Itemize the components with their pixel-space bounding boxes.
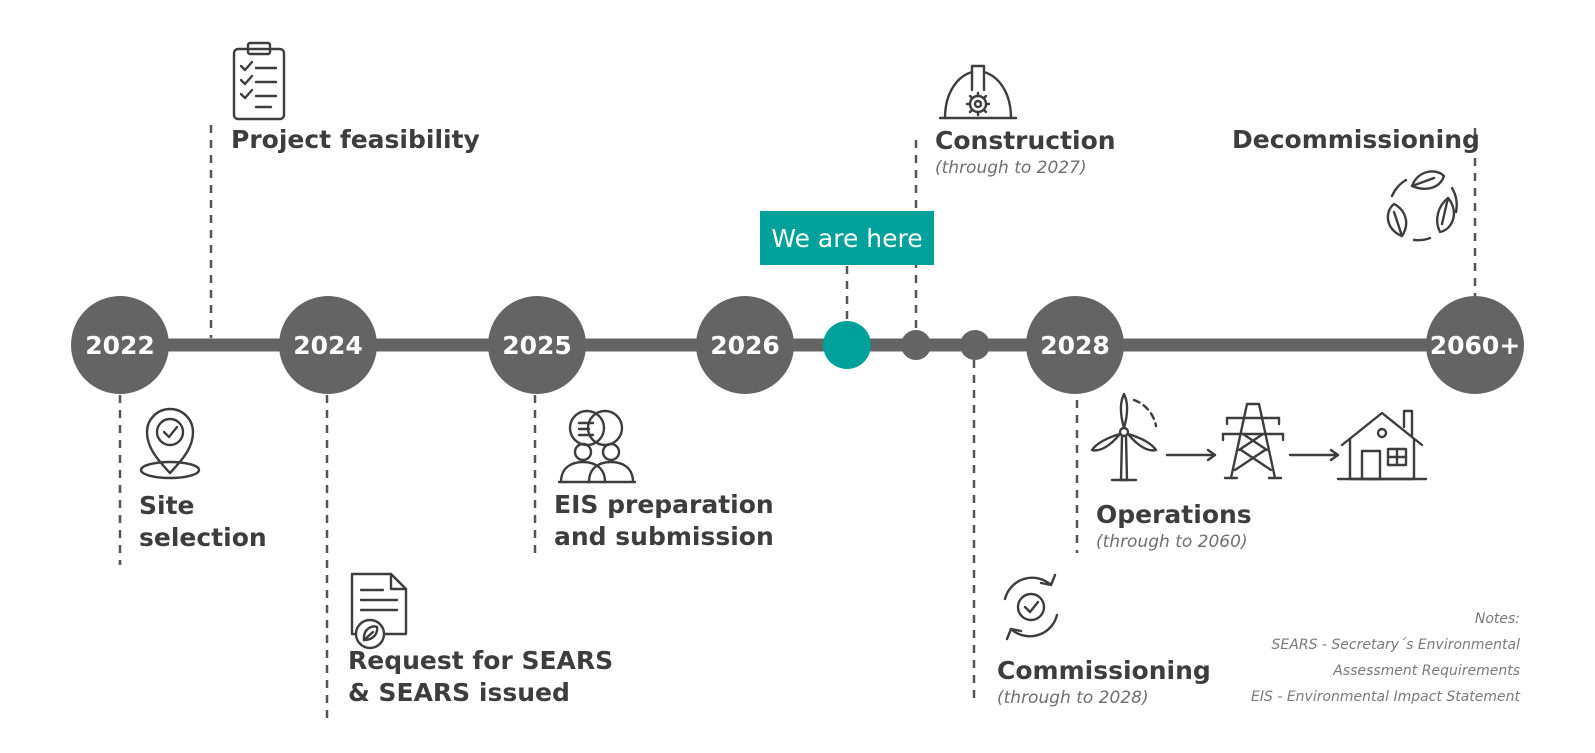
- year-node-2026: [696, 296, 794, 394]
- site-selection-label: Site selection: [139, 490, 267, 554]
- year-node-2022: [71, 296, 169, 394]
- commissioning-note: (through to 2028): [997, 688, 1149, 708]
- decommissioning-label: Decommissioning: [1232, 125, 1480, 154]
- year-label-2025: 2025: [502, 330, 572, 360]
- notes-title: Notes:: [1474, 611, 1520, 627]
- construction-note: (through to 2027): [935, 158, 1087, 178]
- year-node-2025: [488, 296, 586, 394]
- year-label-2026: 2026: [710, 330, 780, 360]
- year-node-2060: [1426, 296, 1524, 394]
- cycle-check-icon: [1003, 573, 1059, 641]
- year-label-2028: 2028: [1040, 330, 1110, 360]
- commissioning-block: Commissioning (through to 2028): [997, 655, 1211, 709]
- construction-label: Construction: [935, 126, 1116, 155]
- year-label-2024: 2024: [293, 330, 363, 360]
- eis-label: EIS preparation and submission: [554, 489, 774, 553]
- operations-block: Operations (through to 2060): [1096, 499, 1252, 553]
- notes-line-sears-1: SEARS - Secretary´s Environmental: [1271, 637, 1520, 653]
- operations-label: Operations: [1096, 500, 1252, 529]
- sears-line2: & SEARS issued: [348, 678, 570, 707]
- eis-line2: and submission: [554, 522, 774, 551]
- recycle-leaves-icon: [1386, 170, 1458, 242]
- construction-block: Construction (through to 2027): [935, 125, 1116, 179]
- sears-label: Request for SEARS & SEARS issued: [348, 645, 613, 709]
- commissioning-label: Commissioning: [997, 656, 1211, 685]
- hard-hat-gear-icon: [938, 64, 1018, 120]
- document-leaf-icon: [350, 572, 408, 650]
- site-selection-line1: Site: [139, 491, 195, 520]
- clipboard-checklist-icon: [232, 41, 286, 121]
- notes-line-eis: EIS - Environmental Impact Statement: [1251, 689, 1520, 705]
- operations-note: (through to 2060): [1096, 532, 1248, 552]
- we-are-here-node: [823, 321, 871, 369]
- year-node-2028: [1026, 296, 1124, 394]
- year-label-2022: 2022: [85, 330, 155, 360]
- people-discussion-icon: [557, 409, 637, 484]
- project-feasibility-label: Project feasibility: [231, 125, 480, 154]
- year-node-2024: [279, 296, 377, 394]
- wind-tower-house-icon: [1090, 392, 1428, 482]
- eis-line1: EIS preparation: [554, 490, 774, 519]
- commissioning-node: [960, 330, 990, 360]
- sears-line1: Request for SEARS: [348, 646, 614, 675]
- notes-block: Notes: SEARS - Secretary´s Environmental…: [1180, 606, 1520, 710]
- construction-node: [901, 330, 931, 360]
- year-label-2060: 2060+: [1429, 330, 1521, 360]
- notes-line-sears-2: Assessment Requirements: [1333, 663, 1520, 679]
- we-are-here-badge: We are here: [760, 211, 934, 265]
- site-selection-line2: selection: [139, 523, 267, 552]
- location-check-icon: [139, 407, 201, 480]
